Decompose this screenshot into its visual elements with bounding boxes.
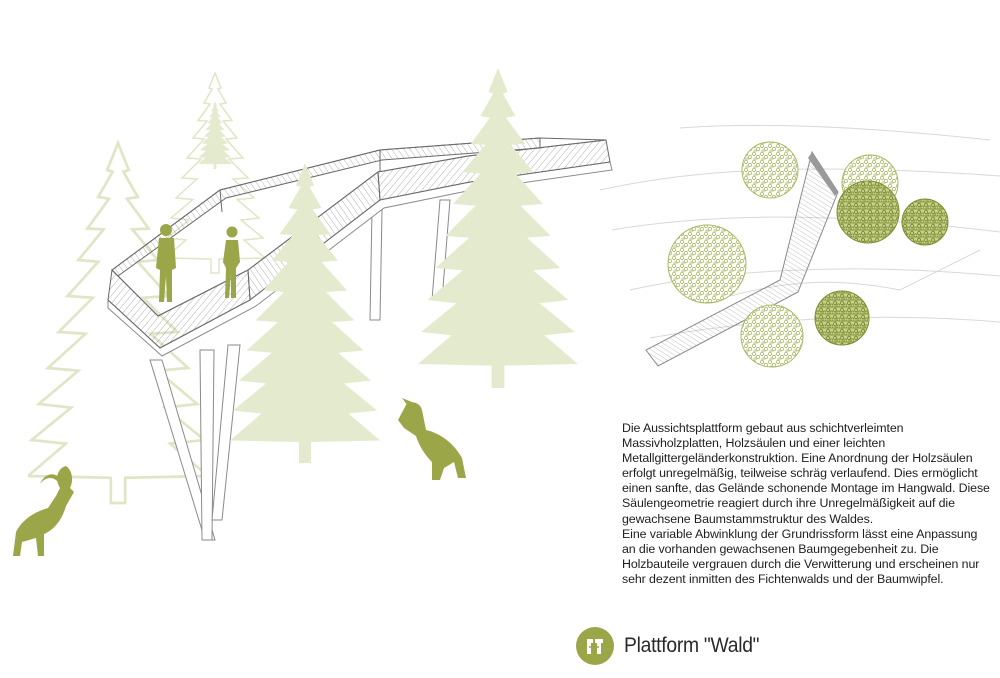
person-silhouette bbox=[156, 224, 176, 302]
description-line: sehr dezent inmitten des Fichtenwalds un… bbox=[622, 571, 944, 586]
tree-crown-plan bbox=[740, 304, 804, 368]
tree-crown-plan bbox=[836, 180, 900, 244]
page-title: Plattform "Wald" bbox=[624, 634, 760, 657]
description-line: Massivholzplatten, Holzsäulen und einer … bbox=[622, 436, 886, 451]
description-text: Die Aussichtsplattform gebaut aus schich… bbox=[622, 421, 994, 587]
ibex-icon bbox=[13, 466, 74, 556]
tree-crown-plan bbox=[901, 198, 949, 246]
description-line: an die vorhanden gewachsenen Baumgegeben… bbox=[622, 541, 939, 556]
tree-crown-plan bbox=[814, 290, 870, 346]
binoculars-viewpoint-icon bbox=[576, 627, 614, 665]
description-line: einen sanfte, das Gelände schonende Mont… bbox=[622, 481, 990, 496]
title-block: Plattform "Wald" bbox=[576, 626, 771, 666]
description-line: Eine variable Abwinklung der Grundrissfo… bbox=[622, 526, 978, 541]
description-line: Die Aussichtsplattform gebaut aus schich… bbox=[622, 421, 904, 435]
site-plan bbox=[599, 124, 1000, 368]
tree-crown-plan bbox=[667, 224, 747, 304]
description-line: Säulengeometrie reagiert durch ihre Unre… bbox=[622, 496, 955, 511]
description-line: Metallgittergeländerkonstruktion. Eine A… bbox=[622, 451, 973, 466]
ibex-icon bbox=[398, 398, 466, 480]
description-line: Holzbauteile vergrauen durch die Verwitt… bbox=[622, 556, 980, 571]
tree-crown-plan bbox=[741, 141, 799, 199]
description-line: gewachsene Baumstammstruktur des Waldes. bbox=[622, 511, 874, 526]
description-line: erfolgt unregelmäßig, teilweise schräg v… bbox=[622, 466, 978, 481]
person-silhouette bbox=[223, 226, 240, 298]
